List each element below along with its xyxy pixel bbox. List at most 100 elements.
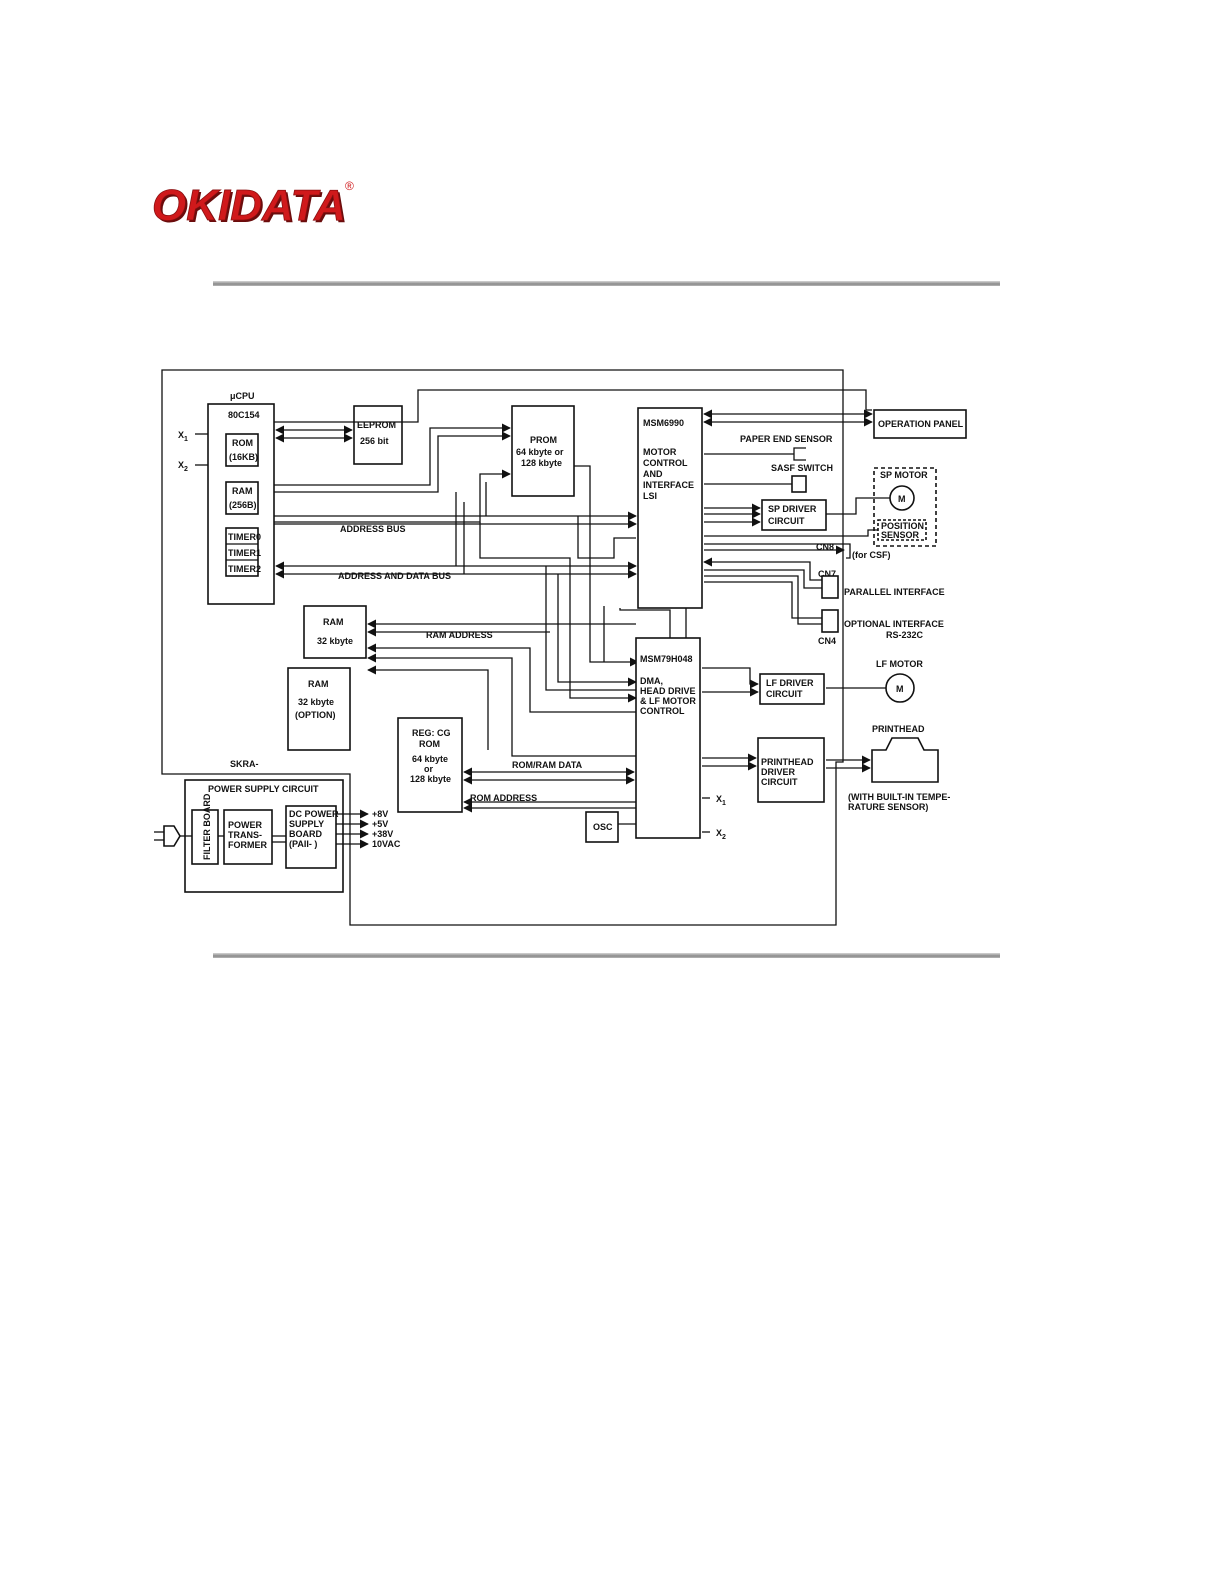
psu-title: POWER SUPPLY CIRCUIT [208, 784, 319, 794]
prom-size1: 64 kbyte or [516, 447, 564, 457]
ram2-block: RAM 32 kbyte (OPTION) [287, 667, 351, 751]
lf-driver-line2: CIRCUIT [766, 689, 803, 699]
printhead-icon [871, 737, 939, 783]
filter-board-block [191, 809, 219, 865]
sp-driver-line1: SP DRIVER [768, 504, 817, 514]
dc-power-line2: SUPPLY [289, 819, 324, 829]
prom-block: PROM 64 kbyte or 128 kbyte [511, 405, 575, 497]
operation-panel-label: OPERATION PANEL [878, 419, 964, 429]
power-supply-block: POWER SUPPLY CIRCUIT FILTER BOARD POWER … [184, 779, 344, 893]
cn4-label: CN4 [818, 636, 836, 646]
sasf-switch-icon [791, 475, 807, 493]
voltage-10vac: 10VAC [372, 839, 401, 849]
msm79-line2: HEAD DRIVE [640, 686, 696, 696]
dc-power-line1: DC POWER [289, 809, 339, 819]
cg-rom-line1: REG: CG [412, 728, 451, 738]
osc-block: OSC [585, 811, 619, 843]
printhead-driver-block: PRINTHEAD DRIVER CIRCUIT [757, 737, 825, 803]
x2-osc-label: X2 [716, 828, 726, 841]
transformer-line1: POWER [228, 820, 263, 830]
cpu-rom-size: (16KB) [229, 452, 258, 462]
msm79-line3: & LF MOTOR [640, 696, 696, 706]
paper-end-sensor-label: PAPER END SENSOR [740, 434, 833, 444]
osc-label: OSC [593, 822, 613, 832]
main-board-outline [161, 369, 844, 926]
optional-interface-label: OPTIONAL INTERFACE [844, 619, 944, 629]
position-sensor-line1: POSITION [881, 521, 924, 531]
bottom-divider [213, 953, 1000, 958]
cn7-label: CN7 [818, 569, 836, 579]
rom-ram-data-label: ROM/RAM DATA [512, 760, 583, 770]
transformer-block [223, 809, 273, 865]
msm6990-line2: CONTROL [643, 458, 688, 468]
sp-motor-m: M [898, 494, 906, 504]
printhead-note2: RATURE SENSOR) [848, 802, 928, 812]
msm79-line4: CONTROL [640, 706, 685, 716]
ph-driver-line2: DRIVER [761, 767, 796, 777]
msm6990-line3: AND [643, 469, 663, 479]
dc-power-line3: BOARD [289, 829, 322, 839]
skra-label: SKRA- [230, 759, 259, 769]
ph-driver-line3: CIRCUIT [761, 777, 798, 787]
eeprom-name: EEPROM [357, 420, 396, 430]
ram2-option: (OPTION) [295, 710, 336, 720]
sp-motor-block: SP MOTOR M POSITION SENSOR [873, 467, 937, 547]
lf-motor-icon [885, 673, 915, 703]
cg-rom-line2: ROM [419, 739, 440, 749]
logo-text: OKIDATA [152, 181, 346, 230]
msm79h048-block: MSM79H048 DMA, HEAD DRIVE & LF MOTOR CON… [635, 637, 701, 839]
top-divider [213, 281, 1000, 286]
cn7-connector [821, 575, 839, 599]
msm6990-line5: LSI [643, 491, 657, 501]
address-bus-label: ADDRESS BUS [340, 524, 406, 534]
cpu-ram-size: (256B) [229, 500, 257, 510]
cg-rom-line5: 128 kbyte [410, 774, 451, 784]
operation-panel-block: OPERATION PANEL [873, 409, 967, 439]
okidata-logo: OKIDATA OKIDATA ® [152, 179, 354, 232]
msm6990-name: MSM6990 [643, 418, 684, 428]
sasf-switch-label: SASF SWITCH [771, 463, 833, 473]
cpu-block: μCPU 80C154 ROM (16KB) RAM (256B) TIMER0… [207, 391, 275, 605]
ram1-block: RAM 32 kbyte [303, 605, 367, 659]
logo-shadow: OKIDATA [154, 183, 348, 232]
rs232c-label: RS-232C [886, 630, 924, 640]
prom-size2: 128 kbyte [521, 458, 562, 468]
cpu-label: μCPU [230, 391, 255, 401]
position-sensor-line2: SENSOR [881, 530, 920, 540]
lf-motor-m: M [896, 684, 904, 694]
registered-mark: ® [345, 179, 354, 193]
prom-name: PROM [530, 435, 557, 445]
msm79-name: MSM79H048 [640, 654, 693, 664]
sp-motor-title: SP MOTOR [880, 470, 928, 480]
lf-driver-block: LF DRIVER CIRCUIT [759, 673, 825, 705]
transformer-line2: TRANS- [228, 830, 262, 840]
cn4-connector [821, 609, 839, 633]
cg-rom-line3: 64 kbyte [412, 754, 448, 764]
msm6990-line1: MOTOR [643, 447, 677, 457]
eeprom-block: EEPROM 256 bit [353, 405, 403, 465]
printhead-note1: (WITH BUILT-IN TEMPE- [848, 792, 950, 802]
voltage-38v: +38V [372, 829, 393, 839]
timer1-label: TIMER1 [228, 548, 261, 558]
for-csf-label: (for CSF) [852, 550, 891, 560]
rom-address-label: ROM ADDRESS [470, 793, 537, 803]
lf-driver-line1: LF DRIVER [766, 678, 814, 688]
block-diagram: μCPU 80C154 ROM (16KB) RAM (256B) TIMER0… [154, 369, 967, 926]
ph-driver-line1: PRINTHEAD [761, 757, 814, 767]
voltage-8v: +8V [372, 809, 388, 819]
timer2-label: TIMER2 [228, 564, 261, 574]
cg-rom-line4: or [424, 764, 433, 774]
x1-input-label: X1 [178, 430, 188, 443]
cg-rom-block: REG: CG ROM 64 kbyte or 128 kbyte [397, 717, 463, 813]
cpu-ram-label: RAM [232, 486, 253, 496]
ram2-name: RAM [308, 679, 329, 689]
x2-input-label: X2 [178, 460, 188, 473]
msm6990-block: MSM6990 MOTOR CONTROL AND INTERFACE LSI [637, 407, 703, 609]
printhead-label: PRINTHEAD [872, 724, 925, 734]
parallel-interface-label: PARALLEL INTERFACE [844, 587, 945, 597]
paper-end-sensor-icon [793, 447, 806, 461]
filter-board-label: FILTER BOARD [202, 793, 212, 860]
ac-plug-icon [154, 825, 192, 847]
sp-driver-block: SP DRIVER CIRCUIT [761, 499, 827, 531]
cpu-part: 80C154 [228, 410, 260, 420]
